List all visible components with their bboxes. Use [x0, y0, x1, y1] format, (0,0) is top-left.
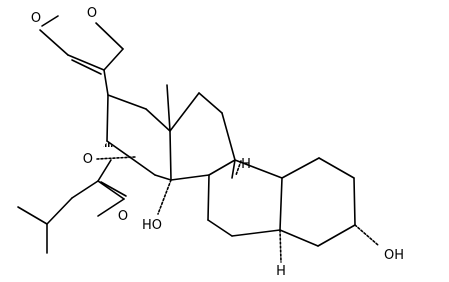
h5-label: H — [276, 264, 286, 279]
hydroxyl-3-label: OH — [384, 248, 404, 263]
carbonyl-oxygen-label: O — [31, 11, 41, 26]
stereo-bonds — [157, 159, 379, 263]
ester-hash-wedge — [103, 141, 113, 147]
ester-carbonyl-oxygen-label: O — [118, 209, 128, 224]
ring-d — [106, 84, 172, 181]
ring-b — [207, 159, 283, 237]
h9-label: H — [241, 157, 251, 172]
hydroxyl3-dash — [354, 224, 379, 246]
methyl-wedge — [231, 159, 236, 179]
ring-c — [169, 92, 236, 181]
ring-a — [279, 157, 356, 247]
ring-oxygen-label: O — [87, 6, 97, 21]
ester-oxygen-label: O — [83, 152, 93, 167]
h5-dash — [279, 229, 282, 263]
hydroxyl-dash — [157, 179, 172, 215]
isovalerate-ester — [17, 141, 136, 254]
hydroxyl-14-label: HO — [142, 218, 162, 233]
h9-dash — [235, 160, 242, 176]
butenolide-ring — [39, 15, 124, 96]
